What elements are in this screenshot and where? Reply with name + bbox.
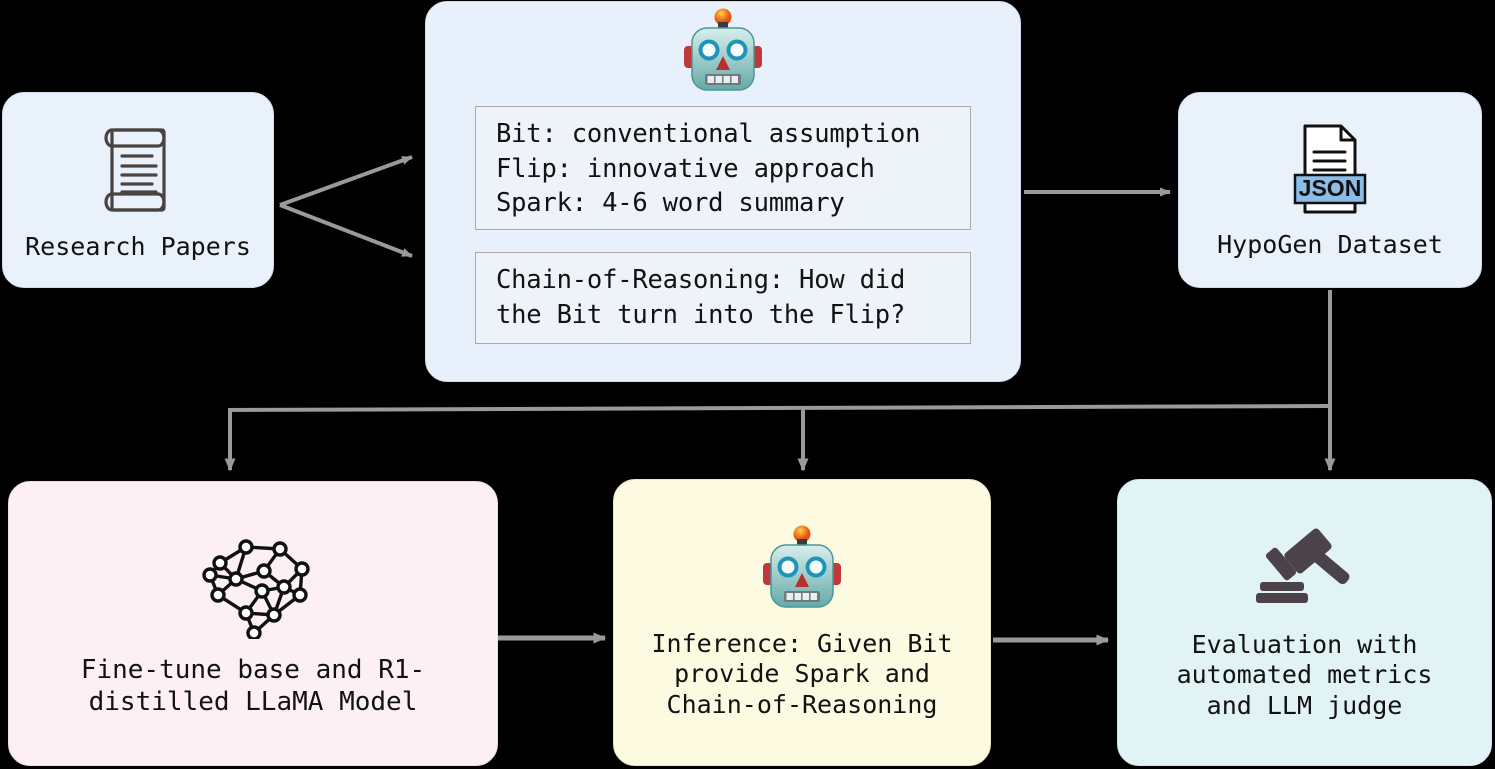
chain-of-reasoning-text: Chain-of-Reasoning: How did the Bit turn… xyxy=(496,265,906,330)
node-inference[interactable]: Inference: Given Bit provide Spark and C… xyxy=(613,479,991,766)
research-to-reasoning-arrow xyxy=(279,203,413,258)
node-hypogen-dataset-label: HypoGen Dataset xyxy=(1217,229,1443,259)
scroll-icon xyxy=(90,118,186,222)
chain-of-reasoning-box: Chain-of-Reasoning: How did the Bit turn… xyxy=(475,252,971,344)
node-research-papers-label: Research Papers xyxy=(25,231,251,261)
node-evaluation-label: Evaluation with automated metrics and LL… xyxy=(1176,629,1433,720)
node-generation-container[interactable]: Bit: conventional assumption Flip: innov… xyxy=(425,1,1021,382)
json-file-icon: JSON xyxy=(1287,120,1373,218)
robot-icon xyxy=(755,525,849,617)
node-research-papers[interactable]: Research Papers xyxy=(2,92,274,288)
gavel-icon xyxy=(1250,524,1360,612)
bit-flip-spark-box: Bit: conventional assumption Flip: innov… xyxy=(475,106,971,230)
bit-flip-spark-text: Bit: conventional assumption Flip: innov… xyxy=(496,119,921,219)
json-icon-text: JSON xyxy=(1299,175,1362,201)
node-finetune-label: Fine-tune base and R1- distilled LLaMA M… xyxy=(80,654,426,717)
node-finetune[interactable]: Fine-tune base and R1- distilled LLaMA M… xyxy=(8,481,498,766)
neural-network-brain-icon xyxy=(188,529,318,641)
node-inference-label: Inference: Given Bit provide Spark and C… xyxy=(651,628,953,719)
research-to-triplet-arrow xyxy=(279,155,413,207)
node-hypogen-dataset[interactable]: JSON HypoGen Dataset xyxy=(1178,92,1482,288)
node-evaluation[interactable]: Evaluation with automated metrics and LL… xyxy=(1117,479,1492,766)
robot-icon xyxy=(676,8,770,100)
distribution-bus-line xyxy=(227,404,1331,412)
